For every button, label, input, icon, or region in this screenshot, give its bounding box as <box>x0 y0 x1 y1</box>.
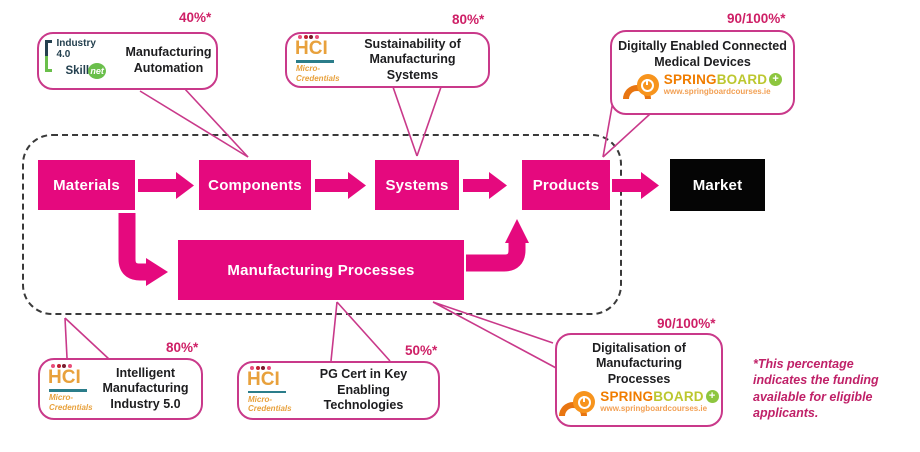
system-boundary-dashed-border <box>22 134 622 315</box>
arrowhead-into-products <box>505 219 529 243</box>
springboard-url: www.springboardcourses.ie <box>600 404 708 414</box>
callout-pg-cert: HCI Micro- Credentials PG Cert in Key En… <box>237 361 440 420</box>
flow-box-materials: Materials <box>38 160 135 210</box>
callout-pointer-lines <box>64 86 651 370</box>
flow-box-components: Components <box>199 160 311 210</box>
callout-medical-devices: Digitally Enabled Connected Medical Devi… <box>610 30 795 115</box>
callout-text: PG Cert in Key Enabling Technologies <box>319 367 408 413</box>
hci-micro-credentials-logo: HCI Micro- Credentials <box>48 364 93 414</box>
percent-label-medical-devices: 90/100%* <box>727 11 786 26</box>
callout-text: Digitally Enabled Connected Medical Devi… <box>618 38 787 69</box>
hci-micro-text: Micro- <box>296 64 320 73</box>
skillnet-net-badge: net <box>88 63 107 79</box>
springboard-url: www.springboardcourses.ie <box>663 87 771 97</box>
springboard-board-text: BOARD <box>716 72 768 88</box>
hci-letters: HCI <box>48 367 81 388</box>
hci-micro-text: Micro- <box>248 394 272 404</box>
arrow-systems-to-products <box>463 172 507 199</box>
springboard-badge-icon <box>559 389 596 419</box>
percent-label-intelligent-manufacturing: 80%* <box>166 340 199 355</box>
springboard-plus-icon: + <box>705 390 719 404</box>
percent-label-sustainability: 80%* <box>452 12 485 27</box>
hci-credentials-text: Credentials <box>248 404 292 414</box>
percent-label-digitalisation: 90/100%* <box>657 316 716 331</box>
flow-box-components-label: Components <box>208 176 302 194</box>
hci-dots-icon <box>298 35 319 39</box>
arrow-products-to-market <box>612 172 659 199</box>
arrowhead-into-processes <box>146 258 168 286</box>
bracket-icon <box>45 56 53 72</box>
hci-underline <box>49 389 87 392</box>
hci-letters: HCI <box>247 368 280 390</box>
callout-text: Intelligent Manufacturing Industry 5.0 <box>102 365 189 411</box>
springboard-spring-text: SPRING <box>663 72 717 88</box>
manufacturing-processes-label: Manufacturing Processes <box>227 261 415 279</box>
arrow-materials-to-components <box>138 172 194 199</box>
flow-box-market-label: Market <box>692 176 743 194</box>
hci-micro-credentials-logo: HCI Micro- Credentials <box>295 35 340 85</box>
industry-logo-version: 4.0 <box>56 49 71 60</box>
hci-underline <box>296 60 334 63</box>
callout-text: Digitalisation of Manufacturing Processe… <box>592 340 686 386</box>
funding-footnote: *This percentage indicates the funding a… <box>753 357 879 420</box>
flow-box-manufacturing-processes: Manufacturing Processes <box>178 240 464 300</box>
arrow-processes-to-products <box>466 242 526 272</box>
flow-box-products-label: Products <box>532 176 600 194</box>
flow-box-systems: Systems <box>375 160 459 210</box>
callout-digitalisation: Digitalisation of Manufacturing Processe… <box>555 333 723 427</box>
hci-letters: HCI <box>295 38 328 59</box>
springboard-spring-text: SPRING <box>600 389 654 405</box>
hci-dots-icon <box>51 364 72 368</box>
callout-text: Manufacturing Automation <box>125 45 212 75</box>
hci-micro-credentials-logo: HCI Micro- Credentials <box>247 365 292 416</box>
hci-micro-text: Micro- <box>49 393 73 402</box>
springboard-board-text: BOARD <box>653 389 704 405</box>
skillnet-text: Skill <box>65 65 90 77</box>
percent-label-manufacturing-automation: 40%* <box>179 10 212 25</box>
flow-box-systems-label: Systems <box>385 176 449 194</box>
hci-underline <box>248 390 286 393</box>
flow-box-market: Market <box>670 159 765 211</box>
hci-credentials-text: Credentials <box>49 402 93 412</box>
callout-intelligent-manufacturing: HCI Micro- Credentials Intelligent Manuf… <box>38 358 203 420</box>
springboard-badge-icon <box>622 72 659 102</box>
arrow-materials-to-processes <box>118 213 146 281</box>
industry-logo-text: Industry <box>56 38 96 49</box>
arrow-components-to-systems <box>315 172 366 199</box>
springboard-plus-icon: + <box>769 73 783 87</box>
callout-manufacturing-automation: Industry 4.0 Skill net Manufacturing Aut… <box>37 32 218 90</box>
flow-box-products: Products <box>522 160 610 210</box>
bracket-icon <box>45 40 53 56</box>
flow-box-materials-label: Materials <box>53 176 120 194</box>
percent-label-pg-cert: 50%* <box>405 343 438 358</box>
callout-text: Sustainability of Manufacturing Systems <box>364 36 461 82</box>
industry-4-0-skillnet-logo: Industry 4.0 Skill net <box>43 37 119 85</box>
hci-dots-icon <box>250 365 271 370</box>
hci-credentials-text: Credentials <box>296 73 340 83</box>
callout-sustainability: HCI Micro- Credentials Sustainability of… <box>285 32 490 88</box>
